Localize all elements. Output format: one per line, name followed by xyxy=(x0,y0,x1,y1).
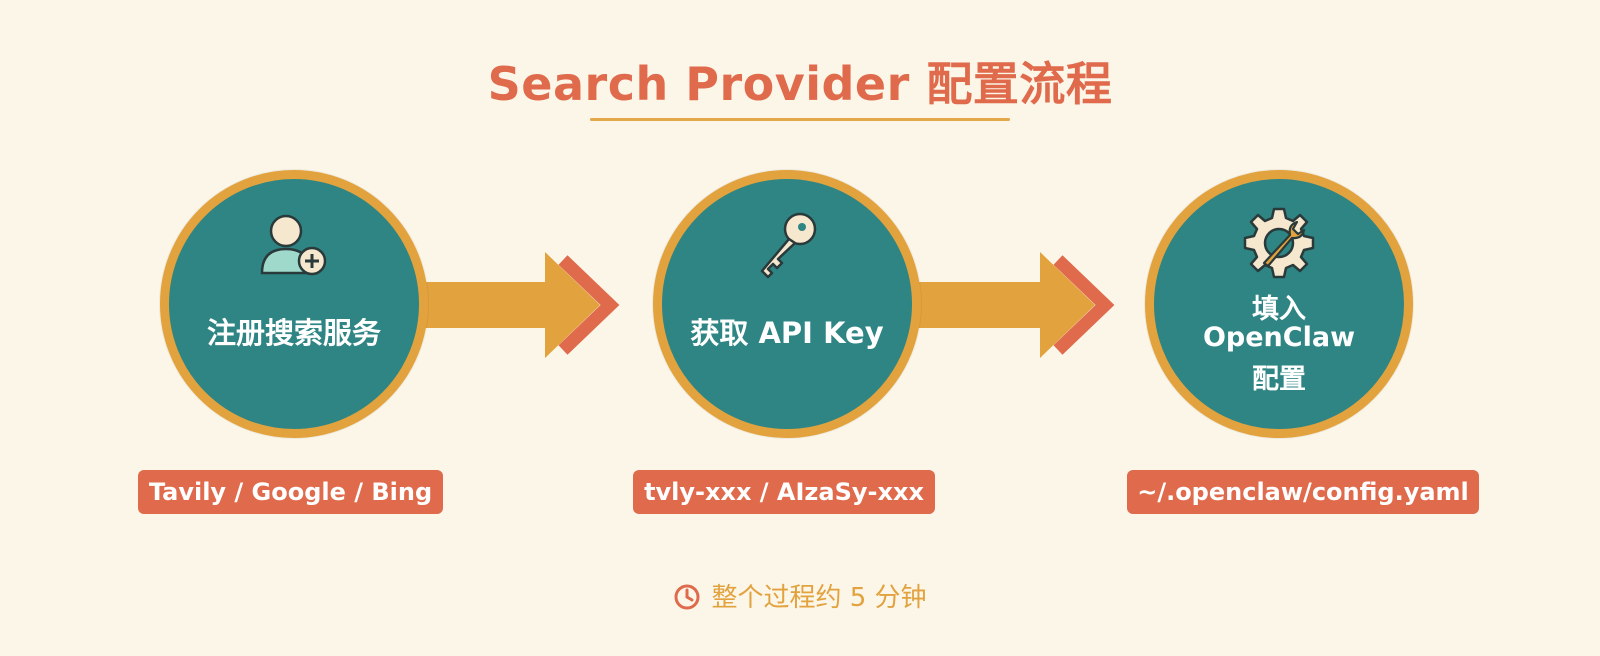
diagram-title: Search Provider 配置流程 xyxy=(487,57,1113,111)
flow-arrow-2 xyxy=(900,252,1115,358)
step-3-label-line-2: OpenClaw xyxy=(1202,322,1356,353)
title-underline xyxy=(590,118,1010,121)
step-3-label-line-3: 配置 xyxy=(1252,364,1306,395)
step-1-badge: Tavily / Google / Bing xyxy=(138,470,443,514)
step-3-label-line-1: 填入 xyxy=(1252,294,1306,325)
step-1-label: 注册搜索服务 xyxy=(206,316,381,350)
step-3-circle: 填入 OpenClaw 配置 xyxy=(1145,170,1413,438)
step-3-badge: ~/.openclaw/config.yaml xyxy=(1127,470,1479,514)
flow-arrow-1 xyxy=(405,252,620,358)
clock-icon xyxy=(674,584,700,610)
step-2-circle: 获取 API Key xyxy=(653,170,921,438)
footer-text: 整个过程约 5 分钟 xyxy=(711,583,927,613)
step-1-circle: 注册搜索服务 xyxy=(160,170,428,438)
step-2-label: 获取 API Key xyxy=(690,316,884,350)
gear-wrench-icon xyxy=(1243,207,1315,279)
step-2-badge: tvly-xxx / AIzaSy-xxx xyxy=(633,470,935,514)
footer-note: 整个过程约 5 分钟 xyxy=(0,577,1600,614)
key-icon xyxy=(760,212,817,279)
add-user-icon xyxy=(260,214,327,276)
